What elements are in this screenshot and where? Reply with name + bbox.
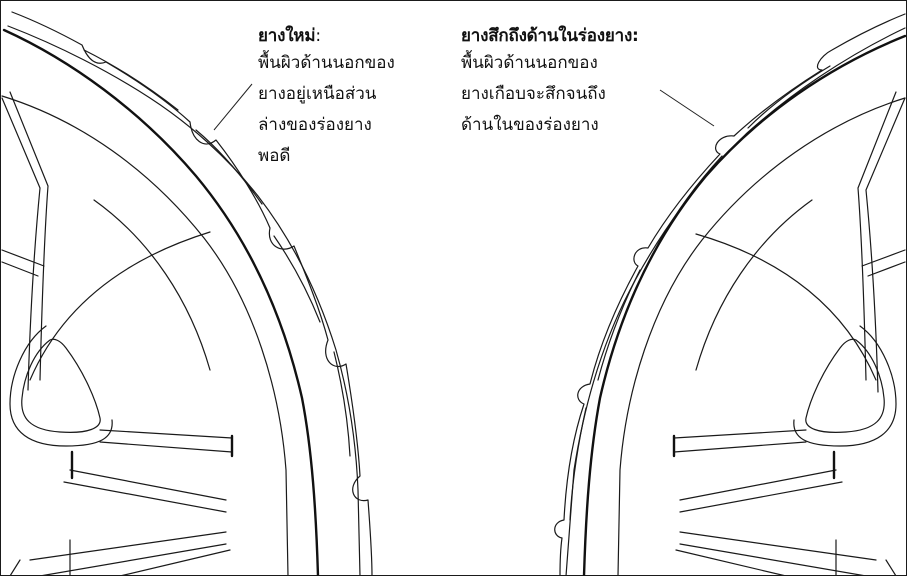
new-tire-leader-line: [213, 83, 253, 131]
worn-tire-hub-window: [805, 338, 885, 433]
worn-tire-tread-outer: [554, 13, 906, 576]
new-tire-label-title: ยางใหม่:: [258, 24, 395, 48]
worn-tire-inner-arc: [695, 199, 897, 576]
worn-tire-rim-inner: [617, 97, 906, 576]
new-tire-spoke-accent: [70, 434, 234, 480]
new-tire-hub-window: [21, 338, 101, 433]
worn-tire-hub-window-outline: [793, 325, 897, 447]
worn-tire-label-line: ยางเกือบจะสึกจนถึง: [461, 84, 606, 104]
worn-tire-label-line: ด้านในของร่องยาง: [461, 115, 599, 135]
worn-tire-rim-edge: [582, 34, 907, 576]
new-tire-rim-inner: [1, 95, 289, 576]
new-tire-label-line: พื้นผิวด้านนอกของ: [258, 53, 395, 73]
new-tire-hub-window-outline: [9, 325, 113, 447]
worn-tire-label-title: ยางสึกถึงด้านในร่องยาง:: [461, 26, 639, 46]
new-tire-tread-inner: [7, 25, 361, 576]
new-tire-label-line: พอดี: [258, 146, 291, 166]
worn-tire-leader-line: [659, 89, 715, 127]
new-tire-label-line: ยางอยู่เหนือส่วน: [258, 84, 377, 104]
new-tire-title-text: ยางใหม่: [258, 26, 316, 46]
new-tire-label: ยางใหม่: พื้นผิวด้านนอกของ ยางอยู่เหนือส…: [258, 24, 395, 172]
new-tire-inner-arc: [9, 199, 211, 576]
new-tire-rim-edge: [2, 28, 320, 576]
worn-tire-spokes: [673, 91, 906, 576]
new-tire-spokes: [1, 91, 233, 576]
new-tire-illustration: [1, 11, 373, 576]
worn-tire-label-line: พื้นผิวด้านนอกของ: [461, 53, 598, 73]
worn-tire-spoke-accent: [672, 434, 836, 480]
worn-tire-label: ยางสึกถึงด้านในร่องยาง: พื้นผิวด้านนอกขอ…: [461, 24, 639, 141]
new-tire-label-line: ล่างของร่องยาง: [258, 115, 372, 135]
new-tire-tread-detail: [83, 49, 351, 457]
new-tire-title-colon: :: [315, 26, 321, 46]
worn-tire-illustration: [554, 13, 907, 576]
